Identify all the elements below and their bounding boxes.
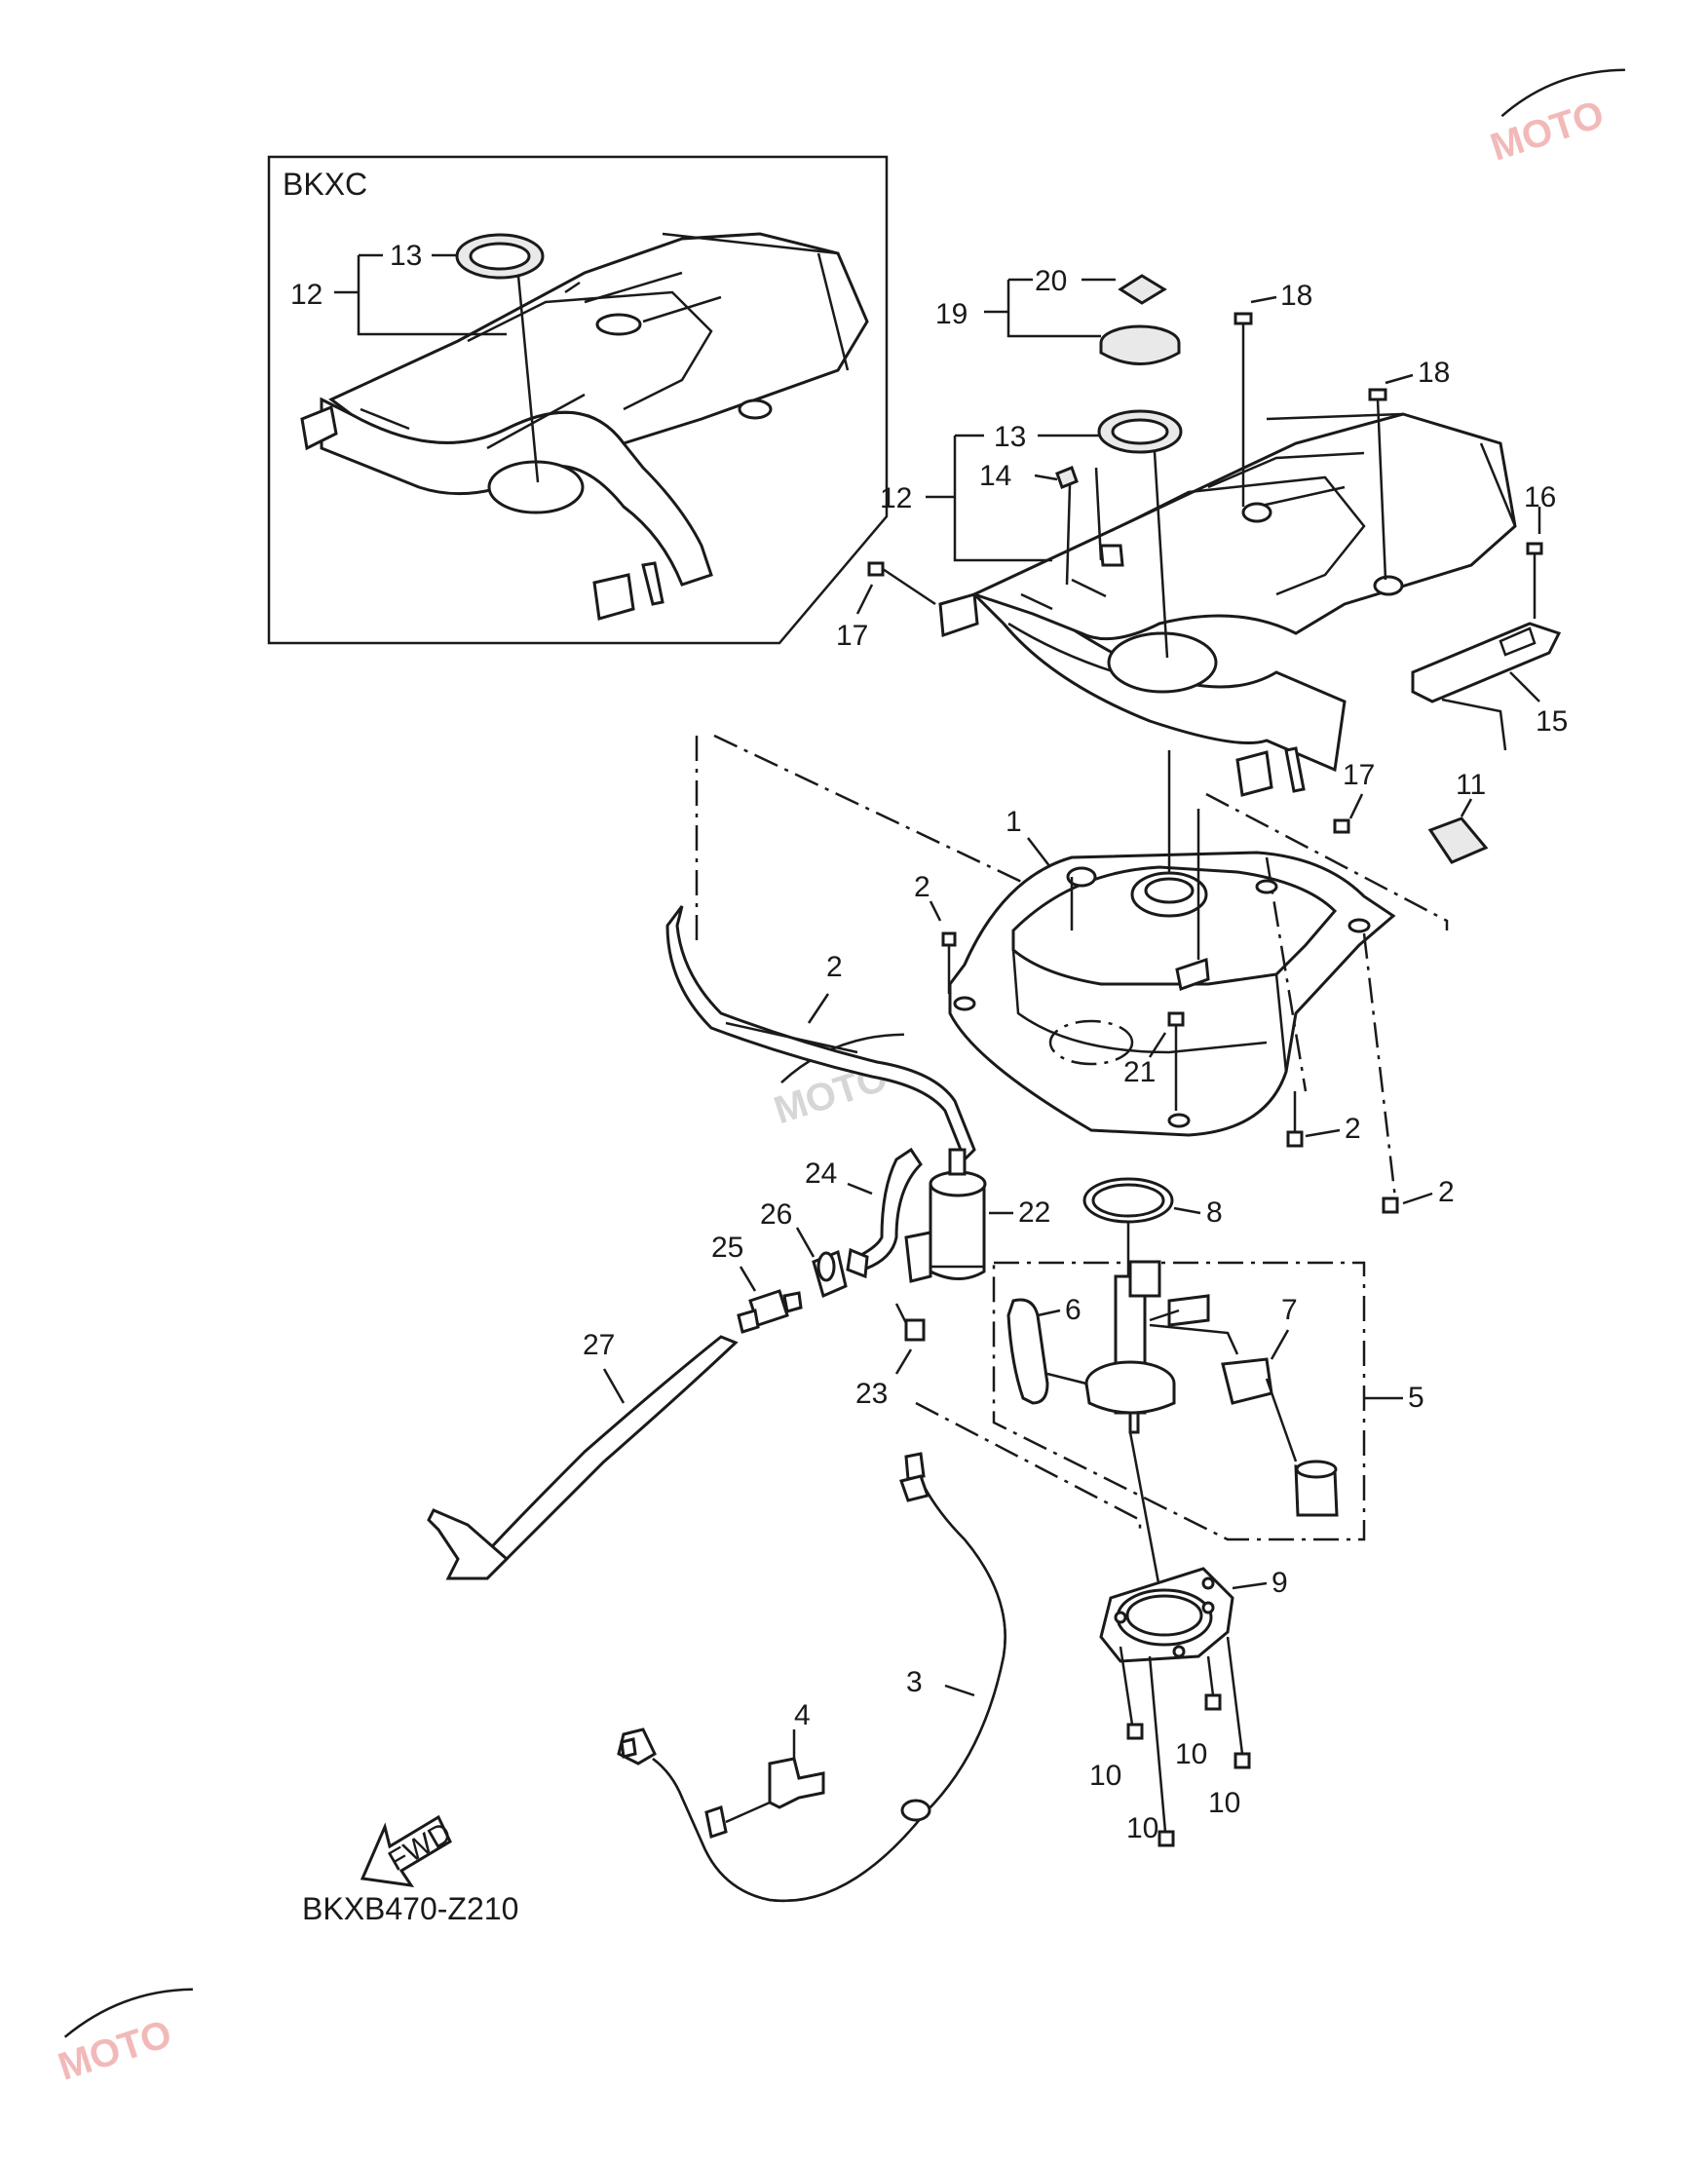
hose-clip-4 <box>768 1757 825 1809</box>
pump-retainer-plate <box>1099 1567 1234 1663</box>
bolt-17-b <box>1333 818 1350 834</box>
callout-12-main: 12 <box>880 482 912 514</box>
callout-22: 22 <box>1018 1196 1050 1229</box>
inset-label: BKXC <box>283 167 367 202</box>
figure-code: BKXB470-Z210 <box>302 1891 518 1926</box>
callout-15: 15 <box>1536 705 1568 738</box>
callout-25: 25 <box>711 1232 743 1264</box>
callout-9: 9 <box>1272 1567 1288 1599</box>
callout-12-inset: 12 <box>290 279 323 311</box>
bolt-2-d <box>1382 1196 1399 1214</box>
side-cover <box>1411 622 1562 703</box>
callout-10-d: 10 <box>1208 1787 1240 1819</box>
fuel-hose-27 <box>465 1335 739 1580</box>
callout-10-a: 10 <box>1089 1760 1121 1792</box>
callout-7: 7 <box>1281 1294 1298 1326</box>
callout-13-main: 13 <box>994 421 1026 453</box>
callout-2-b: 21 <box>1123 1056 1156 1088</box>
fwd-arrow-icon: FWD <box>360 1814 457 1887</box>
callout-14: 14 <box>979 460 1011 492</box>
fuel-filter <box>904 1148 987 1283</box>
callout-13-inset: 13 <box>390 240 422 272</box>
clip-14 <box>1055 466 1079 489</box>
callout-8: 8 <box>1206 1196 1223 1229</box>
callout-2-d: 2 <box>1438 1176 1455 1208</box>
fuel-cap-parts <box>984 274 1183 659</box>
fuel-pump-module <box>1084 1260 1239 1434</box>
callout-26: 26 <box>760 1198 792 1231</box>
callout-21: 2 <box>826 951 843 983</box>
bolts-10 <box>1119 1636 1251 1847</box>
callout-20: 20 <box>1035 265 1067 297</box>
fwd-label: FWD <box>383 1816 457 1878</box>
pump-strainer <box>1006 1298 1049 1405</box>
callout-4: 4 <box>794 1699 811 1731</box>
label-sticker <box>1427 816 1489 864</box>
callout-11: 11 <box>1456 769 1486 801</box>
bolt-17-a <box>867 561 885 577</box>
bolt-23 <box>904 1318 926 1342</box>
svg-text:MOTO: MOTO <box>54 2012 177 2089</box>
svg-text:MOTO: MOTO <box>1486 93 1610 170</box>
callout-2-c: 2 <box>1345 1113 1361 1145</box>
callout-18-b: 18 <box>1418 357 1450 389</box>
fuel-tank <box>948 750 1397 1199</box>
callout-18-a: 18 <box>1280 280 1312 312</box>
rear-frame-assembly <box>938 412 1562 797</box>
callout-5: 5 <box>1408 1382 1424 1414</box>
inset-bkxc: BKXC 12 13 <box>267 155 889 645</box>
frame-filler-opening <box>1107 631 1218 694</box>
callout-17-b: 17 <box>1343 759 1375 791</box>
callout-27: 27 <box>583 1329 615 1361</box>
callout-1: 1 <box>1006 806 1022 838</box>
callout-23: 23 <box>855 1378 888 1410</box>
fuel-level-sender <box>1221 1357 1339 1517</box>
callout-19: 19 <box>935 298 968 330</box>
bolt-2-b <box>1167 1011 1185 1027</box>
callout-10-b: 10 <box>1175 1738 1207 1770</box>
bolt-18-a <box>1234 295 1277 507</box>
callout-2-a: 2 <box>914 871 930 903</box>
callout-6: 6 <box>1065 1294 1082 1326</box>
bolt-18-b <box>1368 373 1414 581</box>
callout-17-a: 17 <box>836 620 868 652</box>
bolt-2-a <box>941 931 957 947</box>
bolt-2-c <box>1286 1130 1304 1148</box>
callout-3: 3 <box>906 1666 923 1698</box>
watermark-logo-bottom: MOTO <box>54 1988 193 2089</box>
bolt-16 <box>1526 542 1543 555</box>
fuel-delivery-hose <box>652 1456 1006 1903</box>
callout-16: 16 <box>1524 481 1556 513</box>
callout-10-c: 10 <box>1126 1812 1158 1844</box>
cap-gasket <box>1118 274 1167 305</box>
watermark-logo-top: MOTO <box>1486 68 1625 170</box>
callout-24: 24 <box>805 1158 837 1190</box>
breather-hose <box>665 905 976 1162</box>
